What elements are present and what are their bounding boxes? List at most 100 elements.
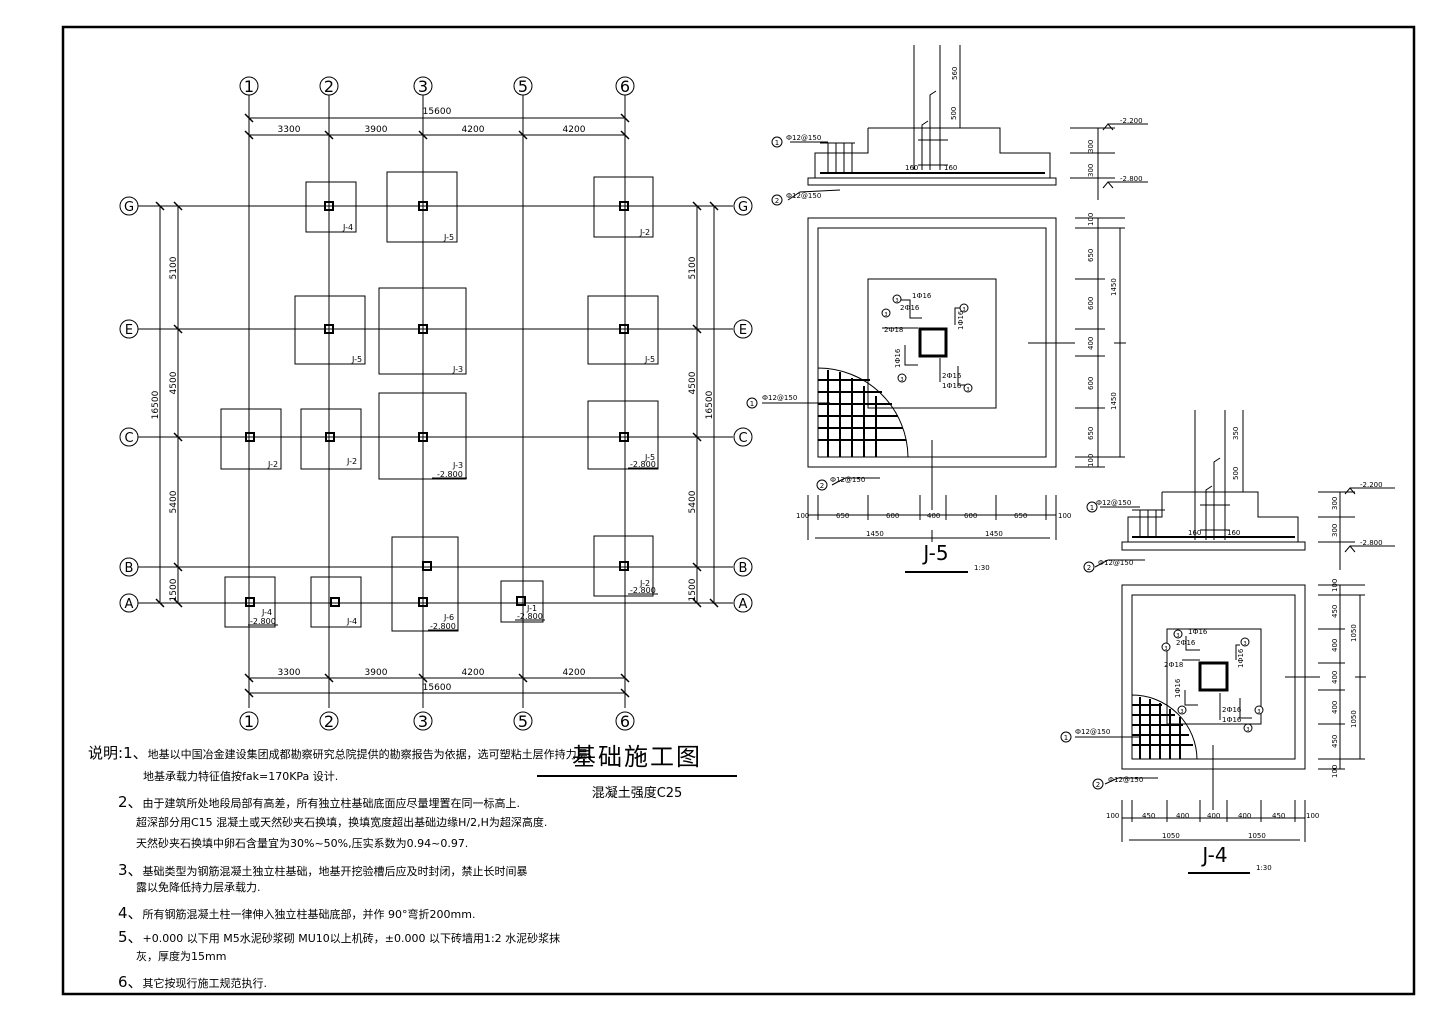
axis-label-row: G xyxy=(124,200,134,215)
plan-dim: 400 xyxy=(1331,701,1339,714)
foundation-plan xyxy=(138,95,733,708)
rebar-label: Ф12@150 xyxy=(762,394,797,402)
footing-elevation: -2.800 xyxy=(517,612,543,621)
footing-label: J-1 xyxy=(526,604,537,613)
plan-dim: 600 xyxy=(886,512,899,520)
dim-span: 3900 xyxy=(365,125,388,135)
footing-pad xyxy=(386,171,458,243)
note-text: 基础类型为钢筋混凝土独立柱基础，地基开挖验槽后应及时封闭，禁止长时间暴 xyxy=(142,865,528,878)
plan-dim: 100 xyxy=(1106,812,1119,820)
rebar-label: Ф12@150 xyxy=(1075,728,1110,736)
plan-dim: 100 xyxy=(1331,579,1339,592)
plan-dim: 650 xyxy=(1014,512,1027,520)
axis-label-row: E xyxy=(739,323,747,338)
plan-dim: 600 xyxy=(1087,377,1095,390)
footing-labels: J-4 J-5 J-2 J-5 J-3 J-5 J-2 J-2 J-3 -2.8… xyxy=(250,223,656,631)
rebar-label: Ф12@150 xyxy=(1098,559,1133,567)
drawing-title-block: 基础施工图 混凝土强度C25 xyxy=(537,743,737,801)
elevation-bottom: -2.800 xyxy=(1360,539,1383,547)
rebar-label: Ф12@150 xyxy=(1096,499,1131,507)
dim-row-span: 5100 xyxy=(688,256,698,279)
footing-pad xyxy=(294,295,366,365)
plan-dim: 450 xyxy=(1331,605,1339,618)
note-text: 由于建筑所处地段局部有高差，所有独立柱基础底面应尽量埋置在同一标高上. xyxy=(142,797,521,810)
plan-dim: 450 xyxy=(1331,735,1339,748)
axis-label-row: E xyxy=(125,323,133,338)
plan-dim-total: 1050 xyxy=(1162,832,1180,840)
marker-label: 3 xyxy=(962,307,965,313)
axis-label-row: A xyxy=(125,597,134,612)
footing-elevation: -2.800 xyxy=(437,470,463,479)
note-5: 5、+0.000 以下用 M5水泥砂浆砌 MU10以上机砖，±0.000 以下砖… xyxy=(118,926,560,949)
axis-label-col: 5 xyxy=(518,712,528,731)
axis-label-row: C xyxy=(738,431,747,446)
column-bar-label: 1Ф16 xyxy=(1188,628,1208,636)
axis-label-col: 5 xyxy=(518,77,528,96)
footing-label: J-2 xyxy=(267,460,278,469)
plan-dim: 400 xyxy=(1176,812,1189,820)
plan-dim: 100 xyxy=(1087,454,1095,467)
column-bar-label: 2Ф18 xyxy=(884,326,903,334)
column-bar-label: 1Ф16 xyxy=(912,292,932,300)
note-text: 露以免降低持力层承载力. xyxy=(136,881,261,894)
axis-label-col: 1 xyxy=(244,712,254,731)
footing-label: J-5 xyxy=(644,453,655,462)
axis-bubbles xyxy=(119,76,753,731)
note-text: 超深部分用C15 混凝土或天然砂夹石换填，换填宽度超出基础边缘H/2,H为超深高… xyxy=(136,816,548,829)
dim-span: 3300 xyxy=(278,668,301,678)
dim-span: 3300 xyxy=(278,125,301,135)
marker-label: 2 xyxy=(775,197,779,205)
plan-dim: 650 xyxy=(1087,427,1095,440)
dim-total-height: 16500 xyxy=(151,390,161,419)
plan-dim: 400 xyxy=(1087,337,1095,350)
detail-j5-markers: 1 2 1 2 3 3 3 3 3 xyxy=(746,136,973,491)
column-bar-label: 1Ф16 xyxy=(894,348,902,368)
column-bar-label: 2Ф18 xyxy=(1164,661,1183,669)
axis-label-col: 6 xyxy=(620,712,630,731)
note-3: 3、基础类型为钢筋混凝土独立柱基础，地基开挖验槽后应及时封闭，禁止长时间暴 xyxy=(118,859,528,882)
plan-dim: 100 xyxy=(796,512,809,520)
plan-dim: 600 xyxy=(1087,297,1095,310)
axis-label-row: C xyxy=(124,431,133,446)
marker-label: 3 xyxy=(895,298,898,304)
axis-label-col: 6 xyxy=(620,77,630,96)
axis-label-col: 3 xyxy=(418,712,428,731)
plan-dim-total: 1050 xyxy=(1248,832,1266,840)
dim-total-height: 16500 xyxy=(705,390,715,419)
column-bar-label: 2Ф16 xyxy=(1222,706,1242,714)
footing-pad xyxy=(593,535,654,597)
note-text: +0.000 以下用 M5水泥砂浆砌 MU10以上机砖，±0.000 以下砖墙用… xyxy=(142,932,561,945)
footing-label: J-4 xyxy=(261,608,272,617)
axis-label-row: B xyxy=(125,561,134,576)
rebar-label: Ф12@150 xyxy=(786,192,821,200)
footing-pad xyxy=(224,576,276,628)
footing-label: J-4 xyxy=(346,617,357,626)
sheet-border xyxy=(61,25,1416,996)
marker-label: 3 xyxy=(1176,633,1179,639)
plan-dim: 400 xyxy=(1331,639,1339,652)
axis-label-row: A xyxy=(739,597,748,612)
section-dim: 300 xyxy=(1331,524,1339,537)
section-dim: 350 xyxy=(1232,427,1240,440)
detail-j4 xyxy=(1075,410,1395,874)
column-bar-label: 1Ф16 xyxy=(1222,716,1242,724)
footing-pad xyxy=(587,400,659,470)
footing-pad xyxy=(378,392,467,480)
axis-label-col: 1 xyxy=(244,77,254,96)
footing-pad xyxy=(500,580,544,623)
footing-elevation: -2.800 xyxy=(630,460,656,469)
note-text: 所有钢筋混凝土柱一律伸入独立柱基础底部，并作 90°弯折200mm. xyxy=(142,908,476,921)
detail-scale: 1:30 xyxy=(1256,864,1272,872)
footing-elevation: -2.800 xyxy=(430,622,456,631)
column-dim: 160 xyxy=(1227,529,1240,537)
plan-dim-total: 1050 xyxy=(1350,624,1358,642)
plan-dim: 400 xyxy=(927,512,940,520)
section-dim: 300 xyxy=(1087,164,1095,177)
plan-dim-total: 1450 xyxy=(866,530,884,538)
note-text: 其它按现行施工规范执行. xyxy=(142,977,268,990)
dim-row-span: 5400 xyxy=(688,490,698,513)
plan-dim: 400 xyxy=(1331,671,1339,684)
marker-label: 2 xyxy=(1096,781,1100,789)
note-number: 3、 xyxy=(118,861,143,879)
